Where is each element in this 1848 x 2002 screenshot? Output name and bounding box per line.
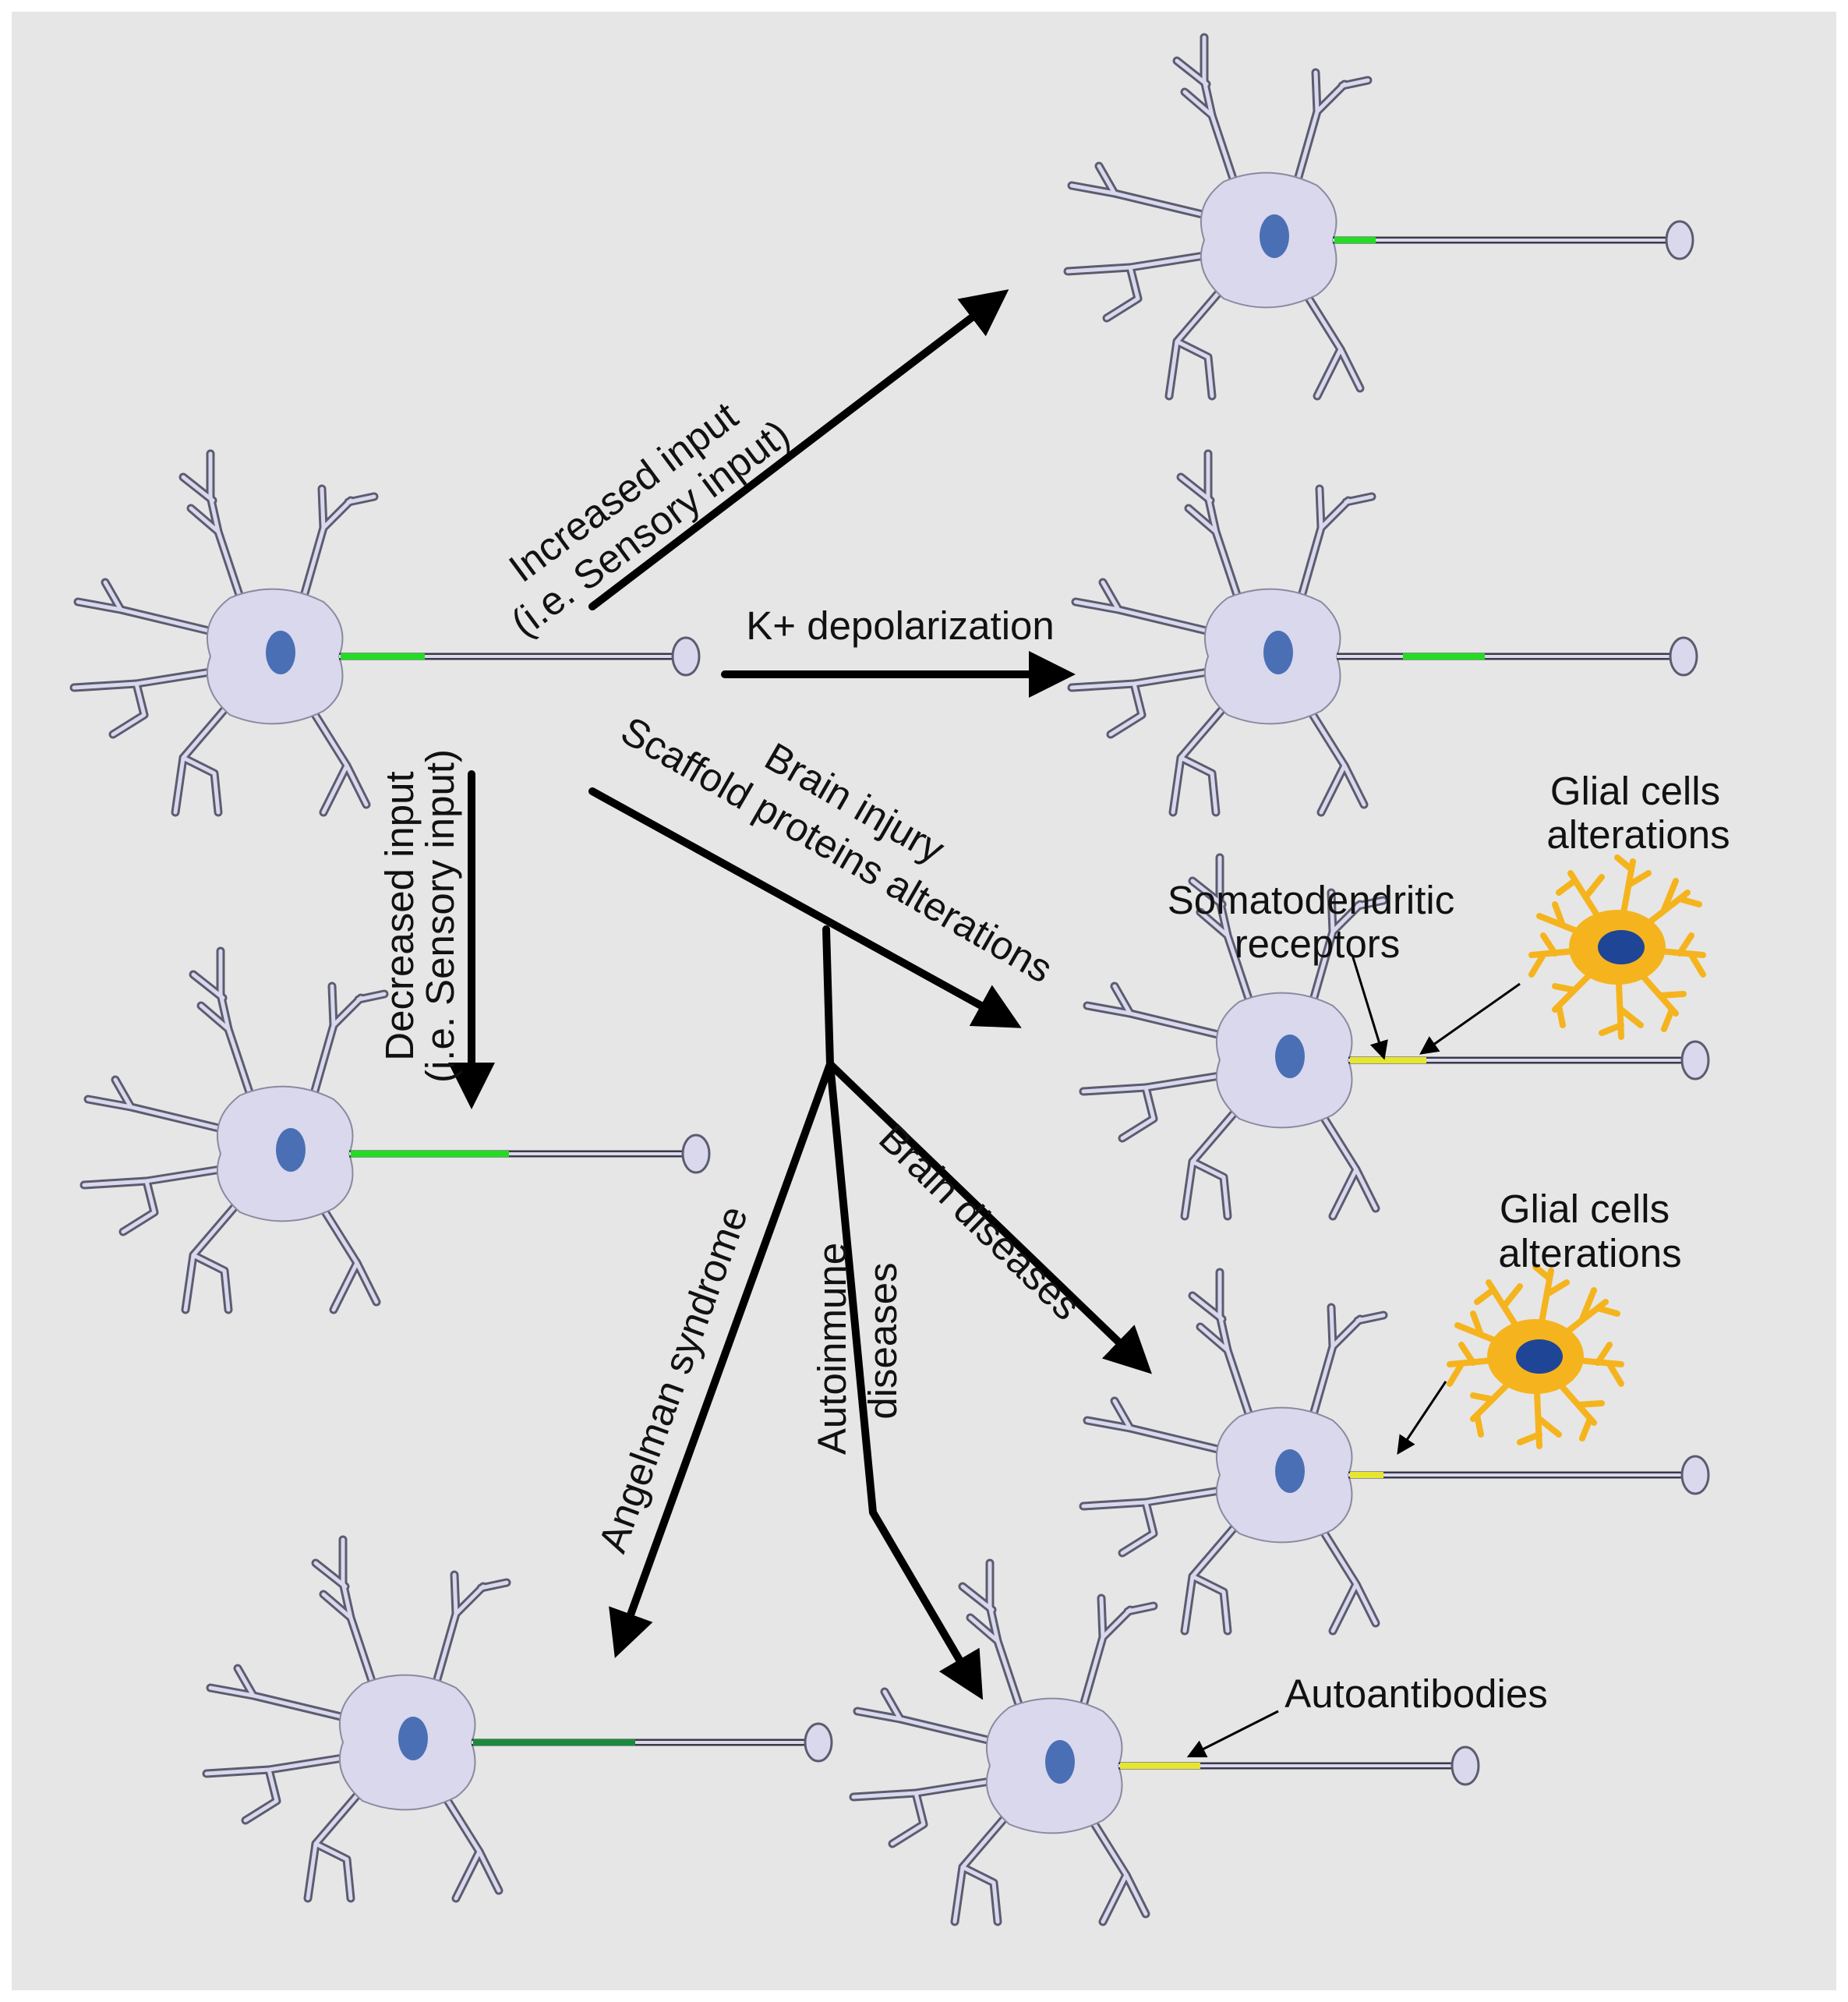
pointer-glia-upper bbox=[1419, 982, 1521, 1055]
svg-text:Decreased input: Decreased input bbox=[377, 771, 422, 1060]
label-somatodendritic-receptors: Somatodendritic receptors bbox=[1168, 878, 1455, 966]
svg-text:Somatodendritic: Somatodendritic bbox=[1168, 878, 1455, 922]
neuron-brain-diseases bbox=[1083, 1272, 1708, 1631]
label-k-depolarization: K+ depolarization bbox=[746, 603, 1055, 648]
diagram-background bbox=[12, 12, 1836, 1990]
svg-text:Glial cells: Glial cells bbox=[1550, 769, 1720, 813]
svg-text:(i.e. Sensory input): (i.e. Sensory input) bbox=[418, 749, 462, 1083]
pointer-autoantibodies bbox=[1186, 1710, 1279, 1758]
pointer-arrows bbox=[1186, 954, 1521, 1758]
label-glial-alterations-upper: Glial cells alterations bbox=[1546, 769, 1730, 857]
neuron-angelman bbox=[207, 1540, 832, 1898]
label-decreased-input: Decreased input (i.e. Sensory input) bbox=[377, 749, 462, 1083]
neuron-decreased bbox=[84, 951, 709, 1310]
svg-text:receptors: receptors bbox=[1235, 921, 1401, 966]
pointer-somatodendritic bbox=[1351, 954, 1388, 1060]
branch-trunk bbox=[822, 925, 834, 1068]
neuron-source bbox=[74, 454, 699, 812]
label-autoimmune-diseases: Autoinmune diseases bbox=[810, 1243, 905, 1455]
neuron-brain-injury bbox=[1083, 858, 1708, 1216]
svg-text:Glial cells: Glial cells bbox=[1500, 1187, 1670, 1231]
svg-text:diseases: diseases bbox=[860, 1262, 905, 1419]
label-autoantibodies: Autoantibodies bbox=[1284, 1671, 1547, 1716]
svg-text:alterations: alterations bbox=[1498, 1231, 1681, 1275]
svg-text:Autoinmune: Autoinmune bbox=[810, 1243, 854, 1455]
label-glial-alterations-lower: Glial cells alterations bbox=[1498, 1187, 1681, 1275]
arrow-angelman bbox=[609, 1060, 834, 1658]
neuron-k-depolarization bbox=[1072, 454, 1697, 812]
pointer-glia-lower bbox=[1397, 1381, 1447, 1455]
neuron-autoimmune bbox=[853, 1563, 1479, 1922]
neuron-increased bbox=[1068, 37, 1693, 396]
svg-text:alterations: alterations bbox=[1546, 812, 1730, 857]
arrow-increased-input bbox=[588, 289, 1009, 610]
arrow-brain-injury bbox=[588, 787, 1022, 1028]
arrow-brain-diseases bbox=[826, 1060, 1152, 1374]
arrow-autoimmune bbox=[826, 1060, 984, 1700]
arrows bbox=[448, 289, 1152, 1700]
